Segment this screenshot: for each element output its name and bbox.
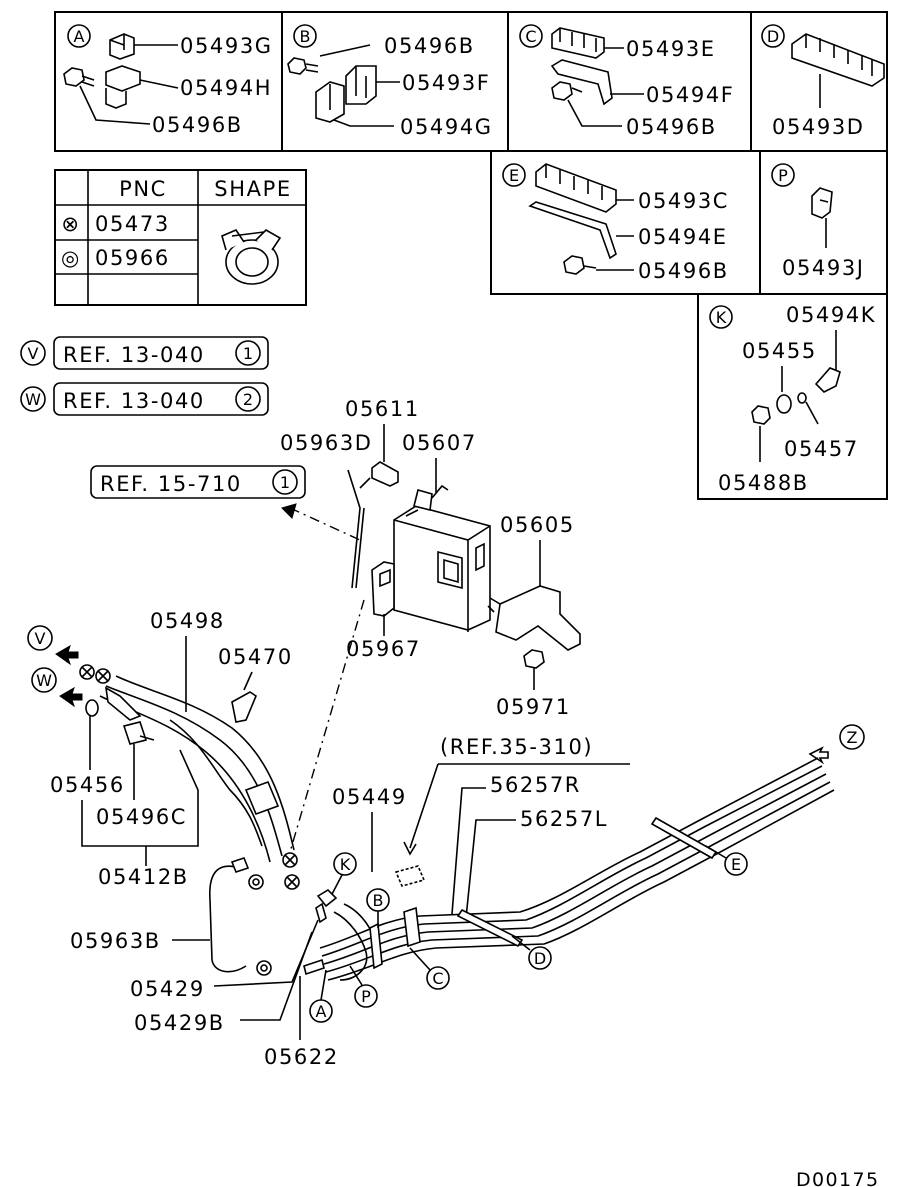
label-05611: 05611 [345, 397, 420, 421]
inset-b-part-1: 05496B [384, 34, 475, 58]
inset-a-letter: A [74, 27, 85, 46]
callout-a: A [316, 1002, 327, 1021]
inset-frame-ep [490, 150, 888, 295]
pnc-row-1-value: 05473 [95, 212, 170, 236]
inset-a-part-2: 05494H [180, 76, 272, 100]
label-05963d: 05963D [280, 431, 373, 455]
bolt-05496b-shape [63, 67, 85, 87]
inset-p-letter: P [778, 166, 788, 185]
inset-e-part-2: 05494E [638, 225, 728, 249]
label-05605: 05605 [500, 513, 575, 537]
fuel-line-bundle: (REF.35-310) 56257R 56257L 05449 Z K [130, 724, 865, 1069]
pnc-row-2-symbol: ◎ [61, 246, 81, 270]
hose-clamp-shape [221, 229, 282, 285]
ref-v-letter: V [28, 344, 39, 363]
inset-a-part-3: 05496B [152, 113, 243, 137]
callout-p: P [361, 987, 371, 1006]
label-05622: 05622 [264, 1045, 339, 1069]
bracket-05605-shape [495, 585, 581, 651]
ref-v-num: 1 [243, 344, 253, 363]
ref-w-num: 2 [243, 390, 253, 409]
inset-e: E 05493C 05494E 05496B [502, 163, 729, 283]
inset-k-part-3: 05457 [784, 437, 859, 461]
callout-k: K [340, 855, 351, 874]
inset-e-part-1: 05493C [638, 189, 729, 213]
inset-k-part-4: 05488B [718, 471, 809, 495]
inset-k-letter: K [716, 308, 727, 327]
inset-e-letter: E [509, 166, 519, 185]
ref-v: V REF. 13-040 1 [20, 336, 269, 370]
inset-b-part-2: 05493F [402, 71, 490, 95]
ref-15-710: REF. 15-710 1 [90, 465, 306, 499]
label-05429: 05429 [130, 977, 205, 1001]
canister-assembly: 05611 05963D 05607 05967 05605 0597 [280, 397, 581, 853]
callout-c: C [432, 969, 443, 988]
pnc-row-1-symbol: ⊗ [61, 212, 80, 236]
label-05470: 05470 [218, 645, 293, 669]
label-05607: 05607 [402, 431, 477, 455]
label-05967: 05967 [346, 637, 421, 661]
ref-15-710-text: REF. 15-710 [100, 472, 242, 496]
label-56257r: 56257R [490, 773, 581, 797]
inset-k-part-2: 05455 [742, 339, 817, 363]
inset-frame-top [54, 11, 888, 152]
label-05456: 05456 [50, 773, 125, 797]
callout-v: V [35, 629, 46, 648]
inset-d: D 05493D [761, 24, 885, 139]
inset-p: P 05493J [771, 163, 865, 280]
shape-header: SHAPE [214, 177, 291, 201]
inset-b-part-3: 05494G [400, 115, 493, 139]
callout-w: W [36, 671, 52, 690]
label-56257l: 56257L [520, 807, 608, 831]
ref-w: W REF. 13-040 2 [20, 382, 269, 416]
inset-c-part-3: 05496B [626, 115, 717, 139]
inset-c-letter: C [525, 27, 536, 46]
inset-a: A 05493G 05494H 05496B [63, 24, 273, 137]
pnc-table: PNC SHAPE ⊗ 05473 ◎ 05966 [54, 169, 307, 306]
ref-w-text: REF. 13-040 [63, 389, 205, 413]
ref-v-text: REF. 13-040 [63, 343, 205, 367]
pnc-header: PNC [119, 177, 167, 201]
inset-k: K 05494K 05455 05457 05488B [697, 293, 888, 500]
inset-c-part-1: 05493E [626, 37, 716, 61]
inset-d-part-1: 05493D [772, 115, 865, 139]
callout-d: D [534, 949, 546, 968]
callout-b: B [373, 891, 384, 910]
ref-35-310-text: (REF.35-310) [440, 735, 593, 759]
inset-p-part-1: 05493J [782, 256, 865, 280]
inset-k-part-1: 05494K [786, 303, 876, 327]
ref-w-letter: W [25, 390, 41, 409]
label-05963b: 05963B [70, 929, 161, 953]
inset-e-part-3: 05496B [638, 259, 729, 283]
label-05429b: 05429B [134, 1011, 225, 1035]
label-05971: 05971 [496, 695, 571, 719]
inset-c: C 05493E 05494F 05496B [519, 24, 734, 139]
inset-b-letter: B [300, 27, 311, 46]
label-05496c: 05496C [96, 805, 187, 829]
callout-z: Z [847, 728, 858, 747]
clip-05493g-shape [109, 33, 135, 60]
arrow-ref-15-710 [281, 503, 297, 519]
label-05412b: 05412B [98, 865, 189, 889]
inset-d-letter: D [767, 27, 779, 46]
inset-a-part-1: 05493G [180, 34, 273, 58]
label-05449: 05449 [332, 785, 407, 809]
diagram-code: D00175 [796, 1169, 879, 1187]
ref-15-710-num: 1 [280, 473, 290, 492]
label-05498: 05498 [150, 609, 225, 633]
inset-b: B 05496B 05493F 05494G [287, 24, 493, 139]
callout-e: E [731, 855, 741, 874]
filler-hose-assembly: 05498 05470 V W 05456 05496C 05412B [27, 609, 300, 976]
pnc-row-2-value: 05966 [95, 246, 170, 270]
inset-c-part-2: 05494F [646, 83, 734, 107]
